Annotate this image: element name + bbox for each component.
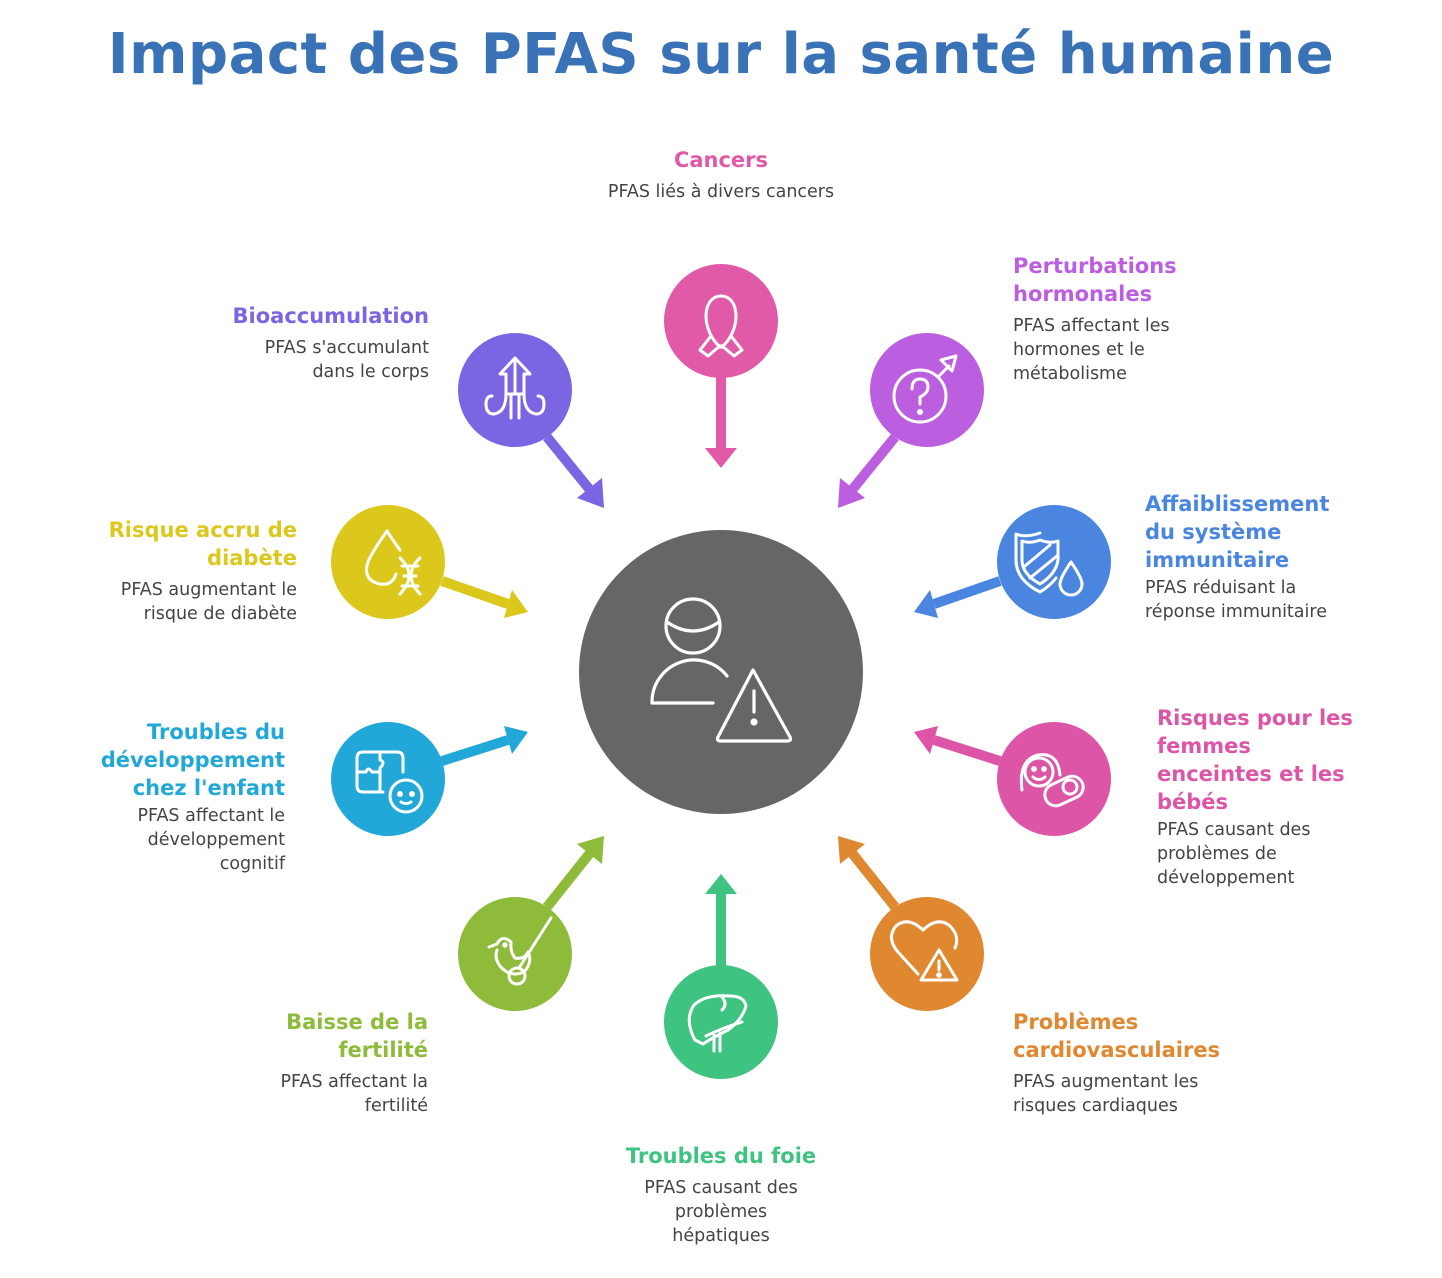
- label-bioaccumulation: Bioaccumulation PFAS s'accumulant dans l…: [190, 302, 429, 384]
- item-description: PFAS liés à divers cancers: [607, 182, 835, 202]
- label-diabetes: Risque accru de diabète PFAS augmentant …: [70, 516, 297, 626]
- item-title: Baisse de la fertilité: [286, 1010, 428, 1062]
- connector-cardio: [838, 836, 899, 911]
- item-title: Cancers: [673, 148, 769, 172]
- item-description: PFAS augmentant le risque de diabète: [120, 580, 297, 624]
- item-description: PFAS affectant le développement cognitif: [137, 806, 285, 874]
- center-node: [579, 530, 863, 814]
- node-immune: [997, 505, 1111, 619]
- item-description: PFAS affectant la fertilité: [280, 1072, 428, 1116]
- connector-pregnancy: [914, 726, 1002, 766]
- node-diabetes: [331, 505, 445, 619]
- item-title: Risques pour les femmes enceintes et les…: [1157, 706, 1353, 814]
- page-title: Impact des PFAS sur la santé humaine: [107, 22, 1335, 87]
- squid-arrow-icon: [484, 356, 546, 420]
- node-hormonal: [870, 333, 984, 447]
- label-pregnancy: Risques pour les femmes enceintes et les…: [1157, 704, 1367, 890]
- connector-diabetes: [440, 576, 528, 618]
- node-pregnancy: [997, 722, 1111, 836]
- item-description: PFAS augmentant les risques cardiaques: [1013, 1072, 1199, 1116]
- person-warning-icon: [650, 597, 793, 743]
- hormone-question-icon: [892, 354, 958, 424]
- item-description: PFAS causant des problèmes de développem…: [1157, 820, 1311, 888]
- item-description: PFAS s'accumulant dans le corps: [264, 338, 429, 382]
- label-immune: Affaiblissement du système immunitaire P…: [1145, 490, 1355, 624]
- node-fertility: [458, 897, 572, 1011]
- item-title: Problèmes cardiovasculaires: [1013, 1010, 1221, 1062]
- label-cardio: Problèmes cardiovasculaires PFAS augment…: [1013, 1008, 1243, 1118]
- item-title: Troubles du foie: [625, 1144, 817, 1168]
- drop-dna-icon: [365, 529, 422, 596]
- item-description: PFAS causant des problèmes hépatiques: [644, 1178, 798, 1246]
- liver-icon: [687, 994, 748, 1053]
- puzzle-baby-icon: [355, 750, 424, 814]
- heart-warning-icon: [890, 920, 959, 982]
- item-title: Bioaccumulation: [232, 304, 429, 328]
- node-liver: [664, 965, 778, 1079]
- node-cancers: [664, 264, 778, 378]
- node-cardio: [870, 897, 984, 1011]
- connector-fertility: [543, 836, 604, 911]
- connector-hormonal: [838, 433, 899, 508]
- label-fertility: Baisse de la fertilité PFAS affectant la…: [238, 1008, 428, 1118]
- label-liver: Troubles du foie PFAS causant des problè…: [600, 1142, 842, 1248]
- label-child: Troubles du développement chez l'enfant …: [80, 718, 285, 876]
- mother-baby-icon: [1019, 753, 1085, 808]
- node-child: [331, 722, 445, 836]
- label-cancers: Cancers PFAS liés à divers cancers: [600, 146, 842, 204]
- item-title: Troubles du développement chez l'enfant: [100, 720, 285, 800]
- bird-toy-icon: [487, 916, 553, 986]
- connector-bioaccumulation: [543, 433, 604, 508]
- connector-child: [440, 726, 528, 766]
- connector-immune: [914, 576, 1002, 618]
- connector-cancers: [705, 375, 737, 468]
- item-description: PFAS réduisant la réponse immunitaire: [1145, 578, 1327, 622]
- label-hormonal: Perturbations hormonales PFAS affectant …: [1013, 252, 1213, 386]
- shield-drop-icon: [1014, 531, 1084, 597]
- item-title: Risque accru de diabète: [108, 518, 297, 570]
- node-bioaccumulation: [458, 333, 572, 447]
- ribbon-icon: [698, 294, 744, 358]
- item-description: PFAS affectant les hormones et le métabo…: [1013, 316, 1170, 384]
- item-title: Affaiblissement du système immunitaire: [1145, 492, 1330, 572]
- item-title: Perturbations hormonales: [1013, 254, 1177, 306]
- connector-liver: [705, 874, 737, 967]
